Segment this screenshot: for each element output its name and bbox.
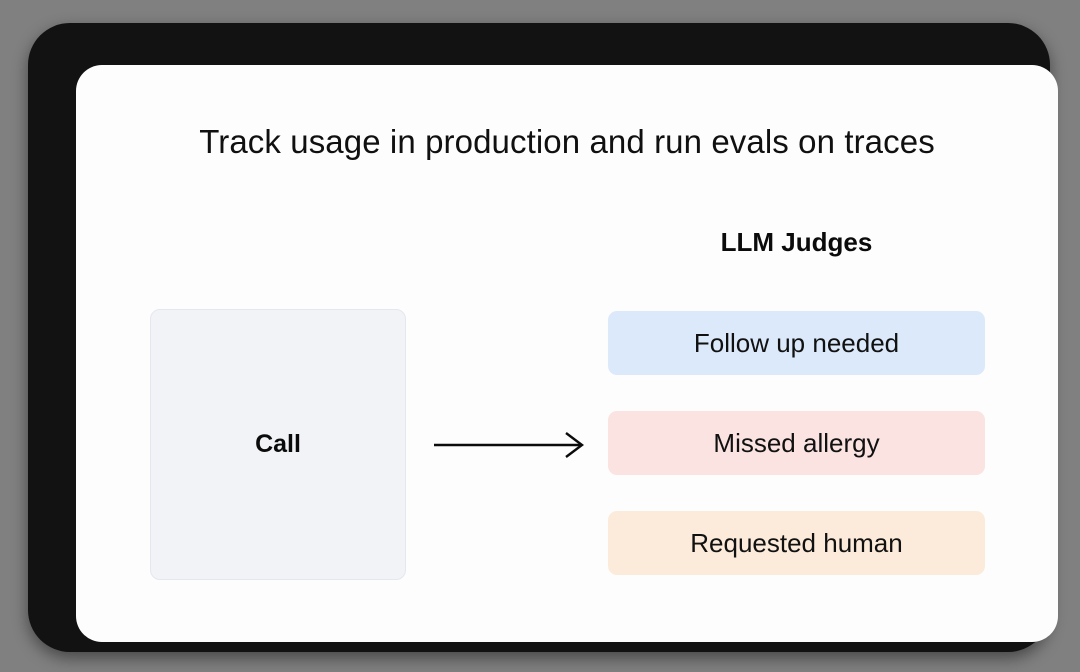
judge-chip-requested-human: Requested human [608,511,985,575]
call-node-label: Call [255,430,301,458]
judge-list: Follow up needed Missed allergy Requeste… [608,311,985,575]
page-title: Track usage in production and run evals … [199,123,935,160]
judge-chip-follow-up-needed: Follow up needed [608,311,985,375]
slide-canvas: Track usage in production and run evals … [76,65,1058,642]
judge-chip-missed-allergy: Missed allergy [608,411,985,475]
judge-chip-label: Follow up needed [693,327,900,358]
judge-chip-label: Missed allergy [713,427,880,458]
judge-chip-label: Requested human [690,527,903,558]
llm-judges-heading: LLM Judges [720,227,873,257]
call-node: Call [150,309,406,580]
arrow-right-icon [432,423,592,467]
slide-frame: Track usage in production and run evals … [28,23,1058,652]
